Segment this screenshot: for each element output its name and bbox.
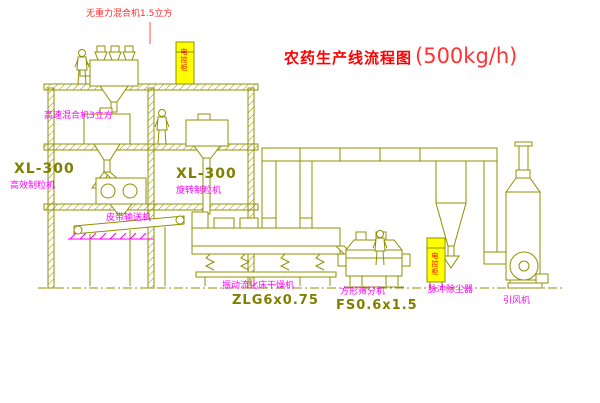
fan-label: 引风机 — [503, 296, 531, 306]
xl300-center-model: XL-300 — [176, 166, 237, 182]
square-sifter — [337, 231, 411, 288]
dust-collector-label: 脉冲除尘器 — [428, 285, 474, 295]
gravity-mixer-label: 无重力混合机1.5立方 — [86, 9, 173, 19]
belt-conveyor — [73, 215, 185, 286]
sifter-model-label: FS0.6x1.5 — [336, 298, 418, 313]
induced-draft-fan — [507, 251, 549, 289]
gravity-mixer — [79, 45, 139, 113]
exhaust-duct — [261, 147, 511, 265]
control-cabinet-top — [175, 41, 195, 85]
diagram-title: 农药生产线流程图 (500kg/h) — [284, 46, 517, 67]
person-top-floor — [74, 49, 90, 85]
title-text: 农药生产线流程图 — [284, 49, 413, 67]
high-efficiency-granulator — [95, 177, 147, 215]
sifter-name-label: 方形筛分机 — [340, 287, 386, 297]
rotary-granulator — [185, 113, 229, 215]
high-speed-mixer-label: 高速混合机3立方 — [44, 111, 113, 121]
control-cabinet-right — [426, 237, 446, 288]
xl300-left-model: XL-300 — [14, 161, 75, 177]
dryer-name-label: 振动流化床干燥机 — [222, 281, 295, 291]
belt-conveyor-label: 皮带输送机 — [106, 213, 152, 223]
cyclone-separator — [435, 160, 467, 269]
dryer-model-label: ZLG6x0.75 — [232, 293, 319, 308]
cabinet-right-text: 电控柜 — [431, 252, 439, 276]
title-capacity: (500kg/h) — [415, 44, 518, 68]
cabinet-top-text: 电控柜 — [180, 48, 188, 72]
granulator-left-label: 高效制粒机 — [10, 181, 56, 191]
fluid-bed-dryer — [191, 211, 360, 286]
person-second-floor — [154, 109, 170, 145]
pit-hatching — [68, 232, 154, 240]
platform-structure — [43, 83, 259, 289]
granulator-center-label: 旋转制粒机 — [176, 186, 222, 196]
